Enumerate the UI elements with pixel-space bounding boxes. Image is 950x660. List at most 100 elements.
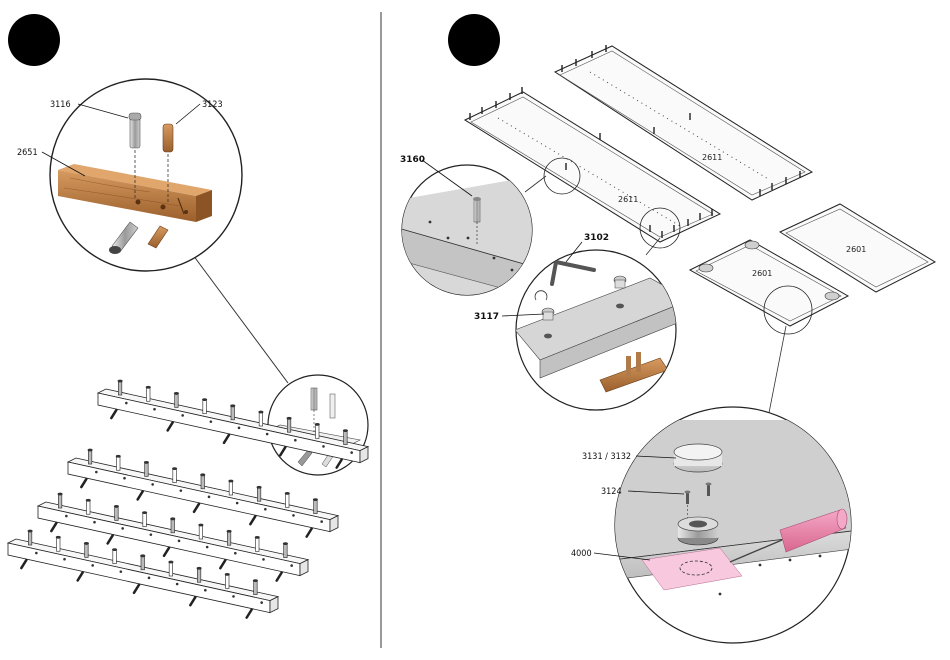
rail-hole xyxy=(65,515,68,518)
rail-bolt xyxy=(250,516,255,524)
step-marker-left xyxy=(8,14,60,66)
rail-bolt xyxy=(247,610,252,618)
rail-bolt xyxy=(168,422,173,430)
rail-hole xyxy=(264,508,267,511)
rail-pin-head xyxy=(287,417,292,420)
rail-pin xyxy=(169,562,173,576)
rail-hole xyxy=(178,540,181,543)
rail-bolt xyxy=(134,585,139,593)
rail-bolt xyxy=(220,560,225,568)
rail-hole xyxy=(320,520,323,523)
svg-text:2601: 2601 xyxy=(846,245,866,254)
rail-pin-head xyxy=(88,449,93,452)
rail-pin-head xyxy=(227,530,232,533)
svg-text:2651: 2651 xyxy=(17,148,38,158)
rail-pin xyxy=(284,544,288,558)
rail-bolt xyxy=(307,529,312,537)
rail-pin-head xyxy=(118,380,123,383)
rail-pin-head xyxy=(168,561,173,564)
rail-pin xyxy=(85,543,89,557)
rail-hole xyxy=(238,427,241,430)
step-marker-right xyxy=(448,14,500,66)
pin-detail-magnifier xyxy=(398,165,545,300)
cam-lock-magnifier xyxy=(515,250,690,410)
rail-pin xyxy=(257,487,261,501)
svg-text:3117: 3117 xyxy=(474,312,499,322)
rail-pin-head xyxy=(198,524,203,527)
fitting-detail-magnifier xyxy=(612,407,860,643)
rail-pin-head xyxy=(114,505,119,508)
svg-text:3116: 3116 xyxy=(50,100,71,110)
rail-hole xyxy=(35,552,38,555)
svg-text:2611: 2611 xyxy=(618,195,638,204)
rail-bolt xyxy=(51,523,56,531)
rail-pin-head xyxy=(28,530,33,533)
rail-hole xyxy=(123,477,126,480)
rail-pin-head xyxy=(56,536,61,539)
rail-hole xyxy=(151,483,154,486)
rail-pin-head xyxy=(116,455,121,458)
rail-pin-head xyxy=(174,392,179,395)
rail-pin-head xyxy=(58,493,63,496)
rail-pin-head xyxy=(144,461,149,464)
rail-bolt xyxy=(194,504,199,512)
rail-hole xyxy=(181,414,184,417)
rail-pin-head xyxy=(142,511,147,514)
rail-pin xyxy=(314,500,318,514)
rail-pin-head xyxy=(225,573,230,576)
rail-hole xyxy=(150,533,153,536)
rail-pin xyxy=(58,494,62,508)
rail-pin-head xyxy=(230,404,235,407)
svg-text:3124: 3124 xyxy=(601,487,622,497)
left-panel: 3116 3123 2651 xyxy=(8,14,368,618)
rail-pin-head xyxy=(285,492,290,495)
rail-pin xyxy=(199,525,203,539)
rail-hole xyxy=(148,577,151,580)
rail-pin xyxy=(28,531,32,545)
rail-pin xyxy=(203,400,207,414)
rail-hole xyxy=(63,558,66,561)
rail-pin xyxy=(145,462,149,476)
svg-text:3160: 3160 xyxy=(400,155,425,165)
svg-text:3102: 3102 xyxy=(584,233,609,243)
cap-part xyxy=(674,444,722,472)
rail-pin-head xyxy=(197,567,202,570)
rail-hole xyxy=(176,583,179,586)
rail-pin xyxy=(57,537,61,551)
right-panel: 2611 2611 2601 2601 xyxy=(398,14,935,643)
rail-bolt xyxy=(224,435,229,443)
rail-pin xyxy=(143,513,147,527)
rail-pin xyxy=(287,418,291,432)
fitting-part xyxy=(678,517,718,545)
rail-bolt xyxy=(138,491,143,499)
rail-hole xyxy=(234,552,237,555)
rail-hole xyxy=(206,546,209,549)
rail-pin xyxy=(147,387,151,401)
rail-bolt xyxy=(108,535,113,543)
rail-pin-head xyxy=(283,542,288,545)
rail-pin-head xyxy=(255,536,260,539)
rail-pin xyxy=(171,519,175,533)
rail-pin xyxy=(255,537,259,551)
rail-bolt xyxy=(277,573,282,581)
rail-pin-head xyxy=(172,467,177,470)
leader-line-left xyxy=(193,255,288,383)
rail-pin xyxy=(254,581,258,595)
rail-hole xyxy=(204,589,207,592)
rail-hole xyxy=(292,514,295,517)
rail-bolt xyxy=(164,548,169,556)
rail-pin xyxy=(175,393,179,407)
rail-pin-head xyxy=(257,486,262,489)
rail-pin-head xyxy=(84,542,89,545)
rail-pin xyxy=(231,406,235,420)
rail-pin xyxy=(227,531,231,545)
rail-pin xyxy=(87,500,91,514)
rail-hole xyxy=(322,445,325,448)
rail-pin xyxy=(315,424,319,438)
rail-hole xyxy=(236,502,239,505)
rail-hole xyxy=(266,433,269,436)
rail-pin-head xyxy=(253,579,258,582)
rail-pin-head xyxy=(200,473,205,476)
rail-pin xyxy=(117,456,121,470)
rail-bolt xyxy=(81,479,86,487)
